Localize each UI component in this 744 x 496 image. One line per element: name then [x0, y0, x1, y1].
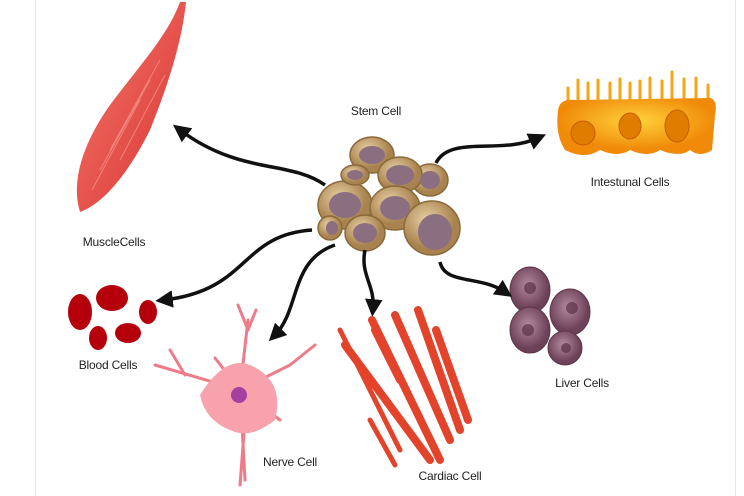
differentiation-arrows — [155, 124, 546, 342]
cardiac-cell-illustration — [337, 306, 472, 468]
arrow-to-blood — [155, 228, 313, 308]
muscle-cell-illustration — [76, 2, 186, 212]
intestinal-cells-illustration — [557, 70, 716, 155]
nerve-cell-illustration — [153, 303, 317, 487]
left-border — [35, 0, 36, 496]
label-muscle-cells: MuscleCells — [82, 235, 146, 249]
label-nerve-cell: Nerve Cell — [262, 455, 318, 469]
stem-cell-cluster — [317, 136, 461, 256]
label-cardiac-cell: Cardiac Cell — [418, 469, 482, 483]
liver-cells-illustration — [509, 266, 591, 366]
right-border — [735, 0, 736, 496]
label-blood-cells: Blood Cells — [78, 358, 138, 372]
arrow-to-cardiac — [362, 249, 383, 317]
blood-cells-illustration — [68, 285, 157, 350]
arrow-to-liver — [438, 261, 513, 297]
arrow-to-muscle — [172, 124, 327, 187]
label-liver-cells: Liver Cells — [555, 376, 609, 390]
label-intestinal-cells: Intestunal Cells — [590, 175, 670, 189]
arrow-to-nerve — [268, 243, 336, 342]
arrow-to-intestinal — [434, 133, 546, 164]
label-stem-cell: Stem Cell — [350, 104, 402, 118]
